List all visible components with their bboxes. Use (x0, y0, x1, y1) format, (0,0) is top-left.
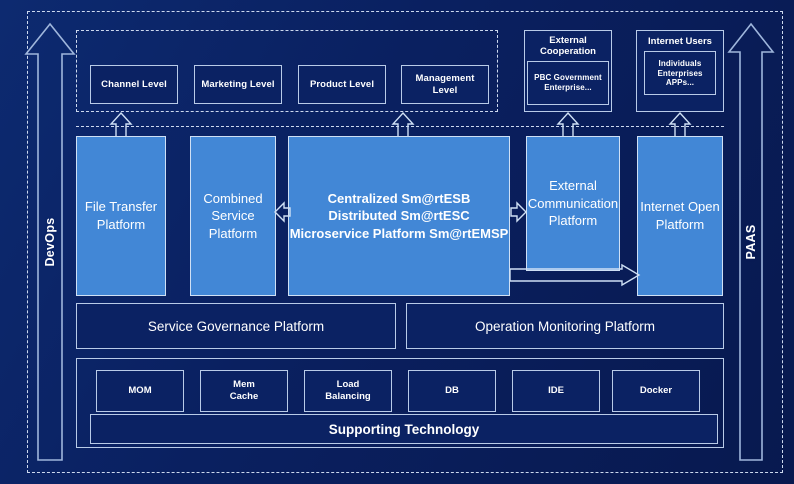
platform-file-transfer-label: File Transfer Platform (84, 199, 158, 232)
tech-box-mem-cache-line2: Cache (229, 391, 259, 402)
bar-operation-monitoring[interactable]: Operation Monitoring Platform (406, 303, 724, 349)
connector-arrow-external-cooperation (555, 111, 581, 139)
tech-box-load-balancing-line1: Load (336, 379, 360, 391)
external-cooperation-title: External Cooperation (540, 35, 596, 58)
platform-esc-label: Distributed Sm@rtESC (328, 208, 470, 224)
tech-box-docker-label: Docker (639, 385, 673, 397)
platform-external-communication[interactable]: External Communication Platform (526, 136, 620, 271)
bar-service-governance-label: Service Governance Platform (147, 318, 325, 334)
paas-pillar: PAAS (726, 20, 776, 464)
paas-label: PAAS (744, 224, 758, 260)
tech-box-load-balancing[interactable]: Load Balancing (304, 370, 392, 412)
platform-combined-service-label: Combined Service Platform (203, 190, 263, 241)
bar-operation-monitoring-label: Operation Monitoring Platform (474, 318, 656, 334)
arrow-esb-to-internet-open (509, 263, 641, 287)
platform-internet-open[interactable]: Internet Open Platform (637, 136, 723, 296)
platform-external-communication-label: External Communication Platform (527, 178, 619, 229)
bar-service-governance[interactable]: Service Governance Platform (76, 303, 396, 349)
external-cooperation-inner-label: PBC Government Enterprise... (534, 73, 602, 92)
platform-internet-open-label: Internet Open Platform (640, 199, 720, 232)
tech-box-db-label: DB (445, 385, 459, 397)
supporting-technology-group (76, 358, 724, 448)
level-card-marketing-label: Marketing Level (201, 78, 275, 90)
arrow-left-esb-to-combined (274, 200, 291, 224)
tech-box-load-balancing-line2: Balancing (325, 391, 371, 402)
tech-box-ide[interactable]: IDE (512, 370, 600, 412)
platform-consumer-dashed-connector (76, 126, 724, 127)
platform-esb-esc-emsp[interactable]: Centralized Sm@rtESB Distributed Sm@rtES… (288, 136, 510, 296)
level-card-product-label: Product Level (309, 78, 375, 90)
tech-box-mem-cache-line1: Mem (233, 379, 255, 391)
tech-box-mem-cache[interactable]: Mem Cache (200, 370, 288, 412)
tech-box-mom[interactable]: MOM (96, 370, 184, 412)
internet-users-inner: Individuals Enterprises APPs... (644, 51, 716, 96)
connector-arrow-management (390, 111, 416, 139)
platform-emsp-label: Microservice Platform Sm@rtEMSP (289, 225, 509, 241)
external-cooperation-inner: PBC Government Enterprise... (527, 60, 609, 105)
internet-users-inner-label: Individuals Enterprises APPs... (657, 59, 703, 88)
internet-users-title: Internet Users (648, 36, 712, 47)
level-card-marketing[interactable]: Marketing Level (194, 65, 282, 104)
connector-arrow-internet-users (667, 111, 693, 139)
connector-arrow-channel (108, 111, 134, 139)
platform-file-transfer[interactable]: File Transfer Platform (76, 136, 166, 296)
tech-box-db[interactable]: DB (408, 370, 496, 412)
level-card-channel-label: Channel Level (101, 78, 167, 90)
devops-label: DevOps (43, 217, 57, 267)
level-card-management-label: Management Level (415, 73, 475, 96)
external-cooperation-group[interactable]: External Cooperation PBC Government Ente… (524, 30, 612, 112)
devops-pillar: DevOps (22, 20, 78, 464)
tech-box-docker[interactable]: Docker (612, 370, 700, 412)
tech-box-ide-label: IDE (548, 385, 564, 397)
consumer-levels-group (76, 30, 498, 112)
tech-box-mom-label: MOM (128, 385, 152, 397)
level-card-management[interactable]: Management Level (401, 65, 489, 104)
platform-esb-label: Centralized Sm@rtESB (327, 190, 471, 206)
internet-users-group[interactable]: Internet Users Individuals Enterprises A… (636, 30, 724, 112)
level-card-channel[interactable]: Channel Level (90, 65, 178, 104)
supporting-technology-bar-label: Supporting Technology (328, 421, 480, 437)
platform-combined-service[interactable]: Combined Service Platform (190, 136, 276, 296)
level-card-product[interactable]: Product Level (298, 65, 386, 104)
supporting-technology-bar[interactable]: Supporting Technology (90, 414, 718, 444)
arrow-right-esb-to-external (510, 200, 527, 224)
